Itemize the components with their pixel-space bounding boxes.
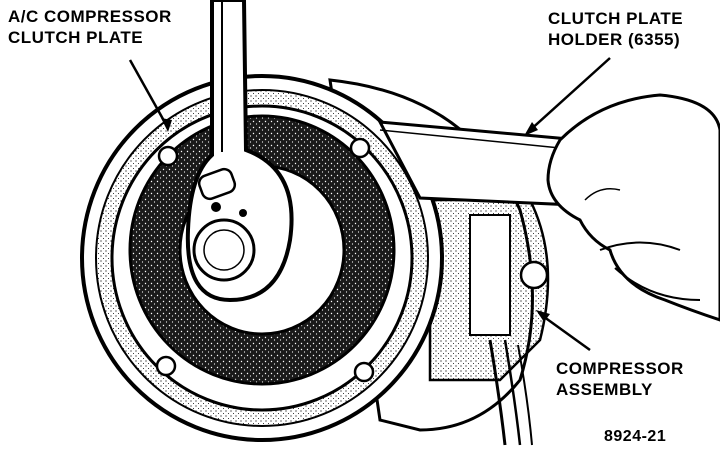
leader-lines xyxy=(128,57,611,352)
compressor-label-line1: COMPRESSOR xyxy=(556,359,684,378)
clutch-plate-label-line2: CLUTCH PLATE xyxy=(8,28,144,47)
ratchet-wrench xyxy=(185,0,294,303)
bolt-hole-icon xyxy=(157,145,179,167)
holder-label-line1: CLUTCH PLATE xyxy=(548,9,684,28)
figure-number: 8924-21 xyxy=(604,428,667,445)
holder-label-line2: HOLDER (6355) xyxy=(548,30,681,49)
holder-label: CLUTCH PLATE HOLDER (6355) xyxy=(548,8,683,50)
clutch-plate-label: A/C COMPRESSOR CLUTCH PLATE xyxy=(8,6,172,48)
hand-illustration xyxy=(546,93,720,322)
bolt-hole-icon xyxy=(353,361,375,383)
bolt-hole-icon xyxy=(349,137,371,159)
clutch-plate-label-line1: A/C COMPRESSOR xyxy=(8,7,172,26)
compressor-assembly-label: COMPRESSOR ASSEMBLY xyxy=(556,358,684,400)
bolt-hole-icon xyxy=(155,355,177,377)
compressor-label-line2: ASSEMBLY xyxy=(556,380,653,399)
